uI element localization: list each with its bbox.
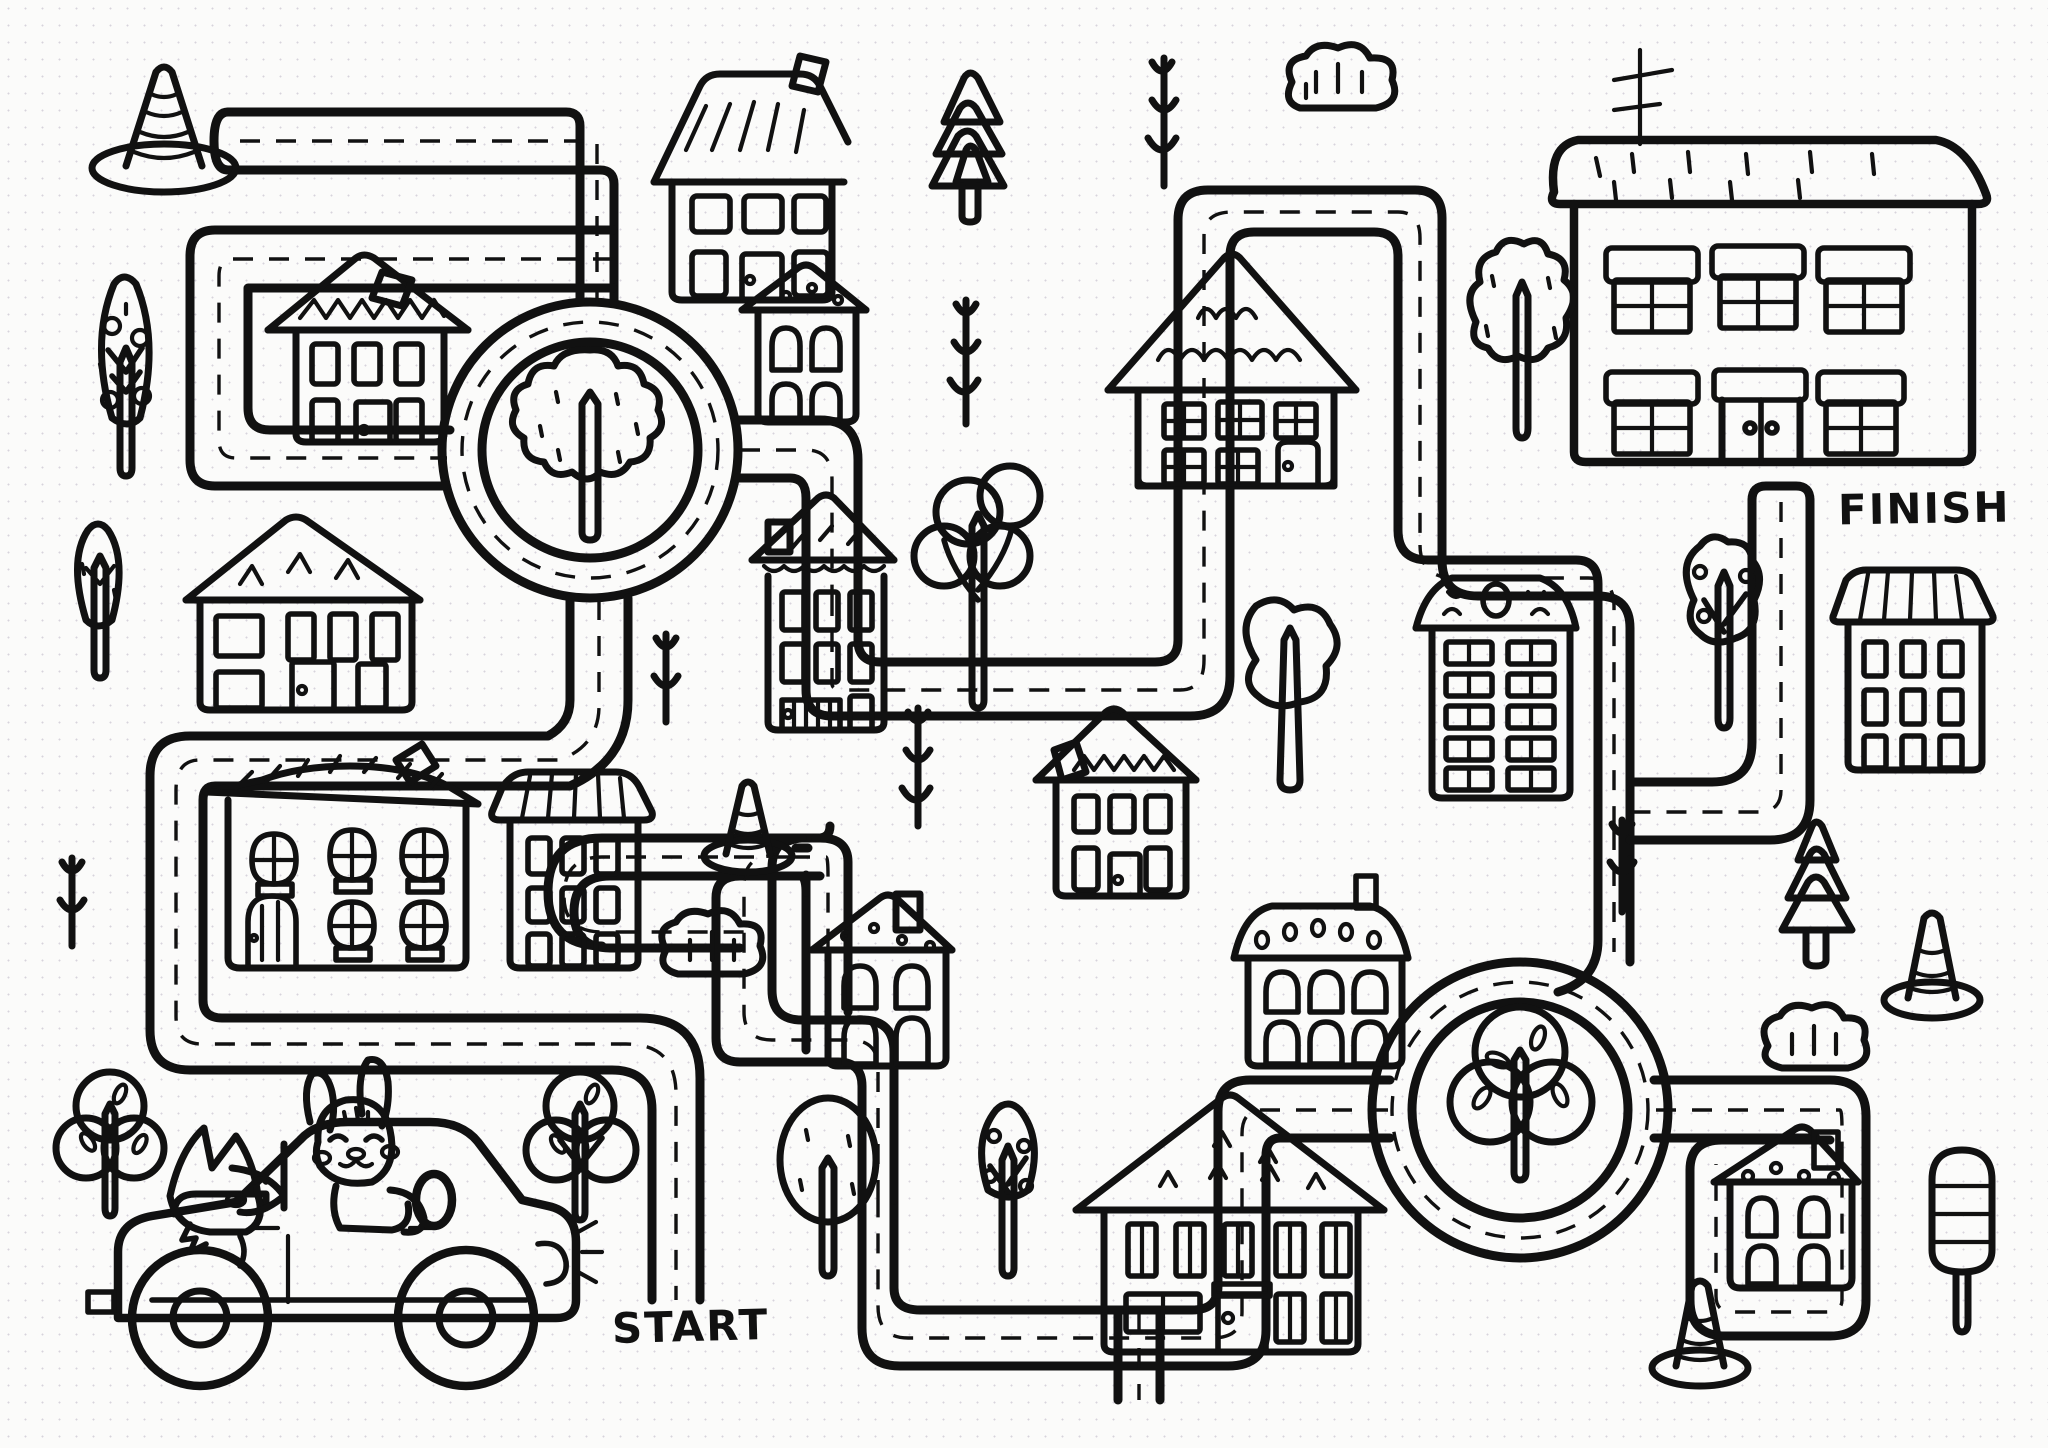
house-center-left-dotted: [808, 890, 956, 1070]
house-finish-large: [1547, 47, 1992, 467]
apartment-mid-left: [488, 768, 656, 972]
traffic-cone-mid-left: [700, 778, 796, 876]
fox-passenger: [166, 1124, 288, 1269]
house-center-zigzag: [1032, 705, 1200, 900]
apartment-far-right: [1829, 566, 1997, 774]
house-mid-left-arched: [202, 740, 482, 972]
road-start-route: [145, 593, 705, 1305]
tree-right-upper-oak: [1466, 236, 1577, 442]
sapling-left-lower: [56, 854, 88, 950]
road-lower-right-loop: [1649, 1075, 1871, 1341]
traffic-cone-right: [1880, 909, 1984, 1022]
traffic-cone-top-left: [88, 63, 240, 196]
pine-tree-right: [1778, 818, 1856, 970]
house-upper-left-zigzag: [264, 251, 472, 446]
popsicle-tree-bottom-right: [1928, 1146, 1996, 1336]
house-big-scalloped: [1104, 250, 1360, 490]
tree-right-of-car: [522, 1068, 640, 1224]
road-bottom-trunk: [857, 1075, 1395, 1371]
house-top-left-striped: [650, 52, 852, 304]
roundabout-upper-left: [437, 297, 743, 603]
tree-left-circles: [97, 273, 153, 480]
sapling-mid: [898, 704, 934, 830]
road-top-left-spur: [209, 107, 619, 307]
road-upper-left-block: [185, 225, 618, 491]
sapling-left-upper: [650, 630, 682, 726]
tree-roundabout-upper: [508, 346, 666, 544]
road-right-descent: [1553, 795, 1635, 997]
tower-mid-center: [748, 491, 898, 734]
house-bottom-center-chevron: [1072, 1091, 1388, 1356]
traffic-cone-bottom-right: [1648, 1277, 1752, 1390]
pine-tree-top-center: [928, 69, 1008, 226]
road-upper-center-block: [1173, 185, 1447, 565]
double-door: [1711, 367, 1809, 466]
road-network: [145, 107, 1871, 1405]
house-left-hatched: [182, 513, 424, 714]
sapling-right-mid: [1606, 816, 1638, 916]
car-with-animals: [85, 1055, 605, 1391]
tree-bottom-dotted: [978, 1100, 1038, 1280]
bush-top-center: [1284, 41, 1399, 112]
tree-roundabout-lower: [1446, 1003, 1596, 1184]
tree-center-right-oval: [1242, 596, 1341, 794]
road-finish-spur: [1625, 481, 1815, 845]
bush-mid-left: [658, 907, 767, 978]
house-bottom-right-dotted: [1710, 1123, 1862, 1292]
bush-right-lower: [1760, 1001, 1871, 1072]
house-upper-mid-dotted: [738, 261, 870, 426]
house-center-right-dotted: [1230, 873, 1412, 1070]
sapling-top-center: [1144, 54, 1180, 190]
sapling-mid-upper: [946, 296, 982, 428]
bunny-driver: [303, 1055, 457, 1236]
tree-left-mid: [74, 520, 123, 682]
apartment-right-tall: [1412, 574, 1580, 802]
tree-center-branching: [910, 462, 1044, 712]
tree-right-mid-dotted: [1682, 533, 1763, 732]
tree-left-bottom: [52, 1068, 168, 1220]
tree-bottom-center-oval: [776, 1094, 880, 1280]
